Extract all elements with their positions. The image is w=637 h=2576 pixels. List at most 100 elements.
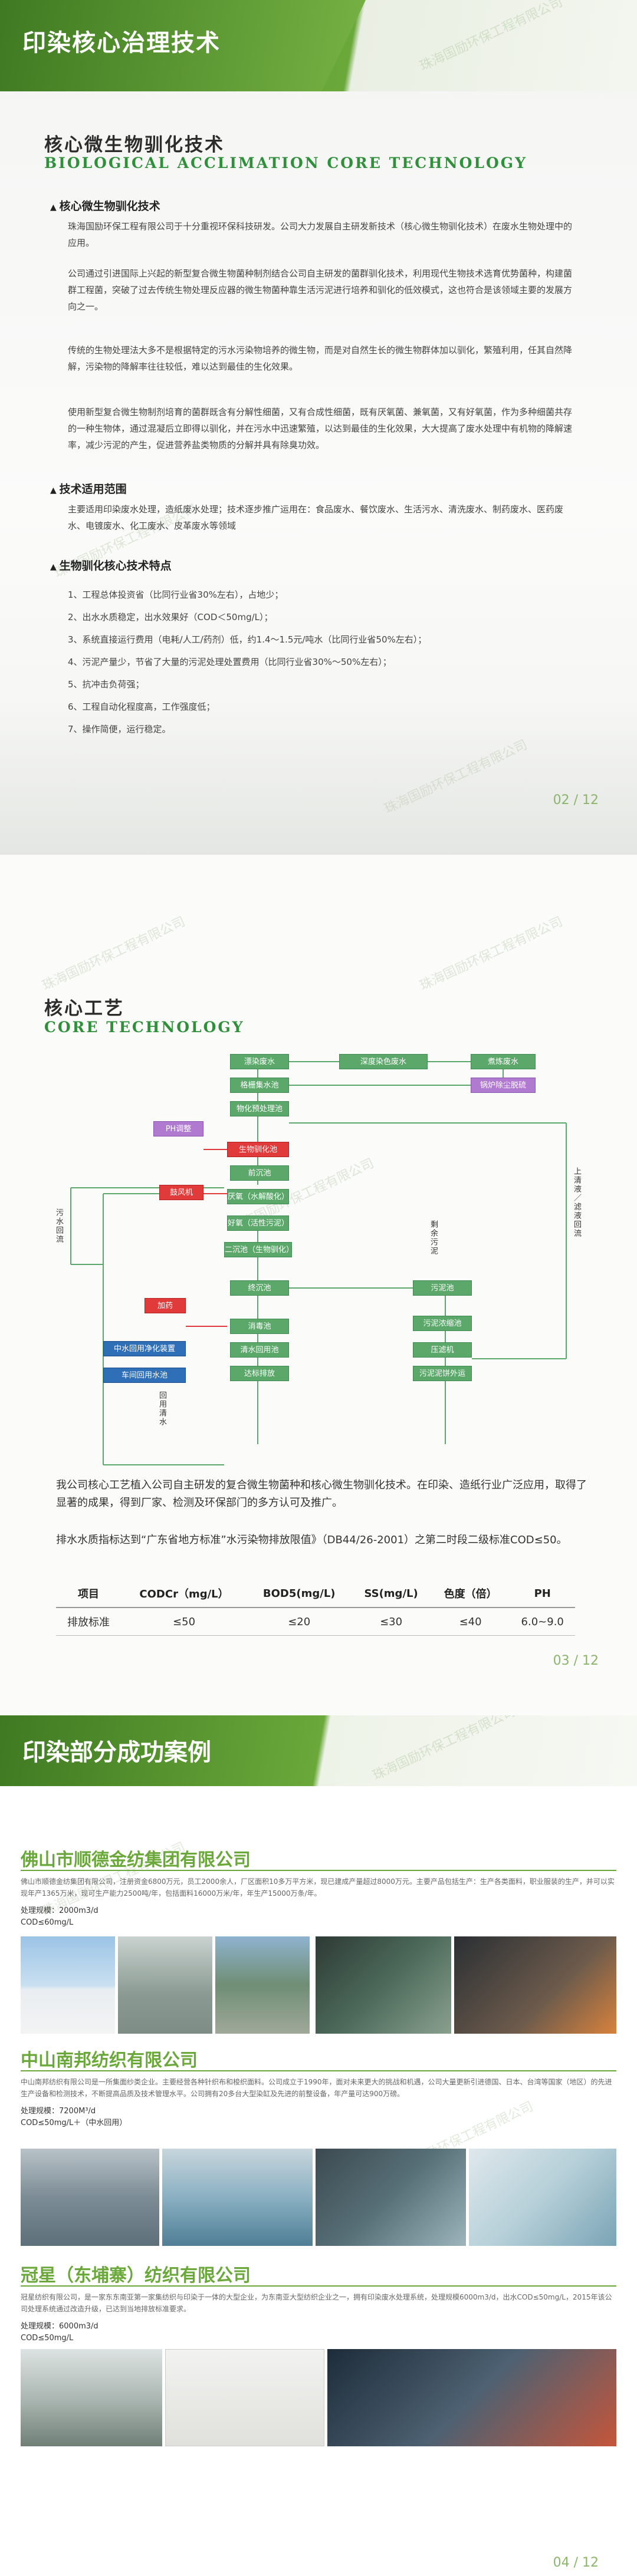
list-item: 4、污泥产量少，节省了大量的污泥处理处置费用（比同行业省30%～50%左右）； [68,657,392,667]
flow-node: 中水回用净化装置 [103,1341,186,1356]
table-cell: ≤20 [247,1607,352,1636]
flow-label: 上清液／滤液回流 [572,1167,581,1238]
section-subtitle: BIOLOGICAL ACCLIMATION CORE TECHNOLOGY [44,154,527,172]
company-desc: 佛山市顺德金纺集团有限公司，注册资金6800万元，员工2000余人，厂区面积10… [21,1877,615,1898]
table-cell: 6.0~9.0 [510,1607,575,1636]
site-photo [162,2149,313,2246]
bullet-heading: ▲ 技术适用范围 [50,483,127,496]
site-photo [215,1936,310,2034]
flow-node: 压滤机 [413,1342,472,1358]
scale-label: 处理规模：6000m3/d [21,2322,98,2331]
flow-node: 厌氧（水解酸化） [227,1189,289,1204]
table-header: PH [510,1580,575,1608]
flow-node: 加药 [145,1298,186,1313]
triangle-icon: ▲ [50,562,60,572]
flow-node: 好氧（活性污泥） [227,1215,289,1231]
flow-node: 消毒池 [230,1319,289,1334]
flow-node: 终沉池 [230,1280,289,1296]
header-band: 印染核心治理技术 [0,0,637,91]
site-photo [327,2349,616,2446]
site-photo [21,2149,159,2246]
paragraph: 珠海国励环保工程有限公司于十分重视环保科技研发。公司大力发展自主研发新技术（核心… [68,221,573,248]
site-photo [469,2149,616,2246]
flow-node: 污泥池 [413,1280,472,1296]
scale-label: 处理规模：2000m3/d [21,1906,98,1915]
divider [21,1870,616,1871]
bullet-heading: ▲ 核心微生物驯化技术 [50,200,160,213]
flow-node: 煮炼废水 [471,1054,536,1069]
process-intro: 我公司核心工艺植入公司自主研发的复合微生物菌种和核心微生物驯化技术。在印染、造纸… [56,1479,587,1509]
table-header: CODCr（mg/L） [121,1580,247,1608]
site-photo [454,1936,616,2034]
list-item: 2、出水水质稳定，出水效果好（COD＜50mg/L）； [68,612,273,622]
header-band: 印染部分成功案例 [0,1715,637,1786]
process-standard: 排水水质指标达到“广东省地方标准”水污染物排放限值》（DB44/26-2001）… [56,1534,567,1546]
mountain-backdrop [0,701,637,855]
flow-node: 鼓风机 [159,1185,203,1200]
flow-node: 车间回用水池 [103,1368,186,1383]
table-cell: ≤30 [351,1607,431,1636]
flow-node: 污泥泥饼外运 [413,1366,472,1381]
discharge-standard-table: 项目 CODCr（mg/L） BOD5(mg/L) SS(mg/L) 色度（倍）… [56,1580,575,1636]
flow-node: 达标排放 [230,1366,289,1381]
section-subtitle: CORE TECHNOLOGY [44,1019,245,1036]
flow-connectors [70,1061,567,1465]
list-item: 5、抗冲击负荷强； [68,679,145,690]
company-name: 中山南邦纺织有限公司 [21,2050,198,2071]
flow-node: 生物驯化池 [227,1142,289,1157]
paragraph: 主要适用印染废水处理，造纸废水处理；技术逐步推广运用在：食品废水、餐饮废水、生活… [68,504,564,531]
list-item: 7、操作简便，运行稳定。 [68,724,171,734]
paragraph: 使用新型复合微生物制剂培育的菌群既含有分解性细菌，又有合成性细菌，既有厌氧菌、兼… [68,407,573,450]
page-number: 03 / 12 [553,1653,599,1668]
flow-node: 前沉池 [230,1165,289,1181]
flow-node: 深度染色废水 [339,1054,428,1069]
company-name: 佛山市顺德金纺集团有限公司 [21,1850,251,1870]
list-item: 1、工程总体投资省（比同行业省30%左右），占地少； [68,589,284,600]
site-photo [165,2349,324,2446]
divider [21,2070,616,2071]
section-title: 核心工艺 [44,998,124,1019]
company-desc: 冠星纺织有限公司，是一家东东南亚第一家集纺织与印染于一体的大型企业，为东南亚大型… [21,2293,612,2313]
site-photo [316,2149,466,2246]
cod-label: COD≤50mg/L＋（中水回用） [21,2119,127,2127]
site-photo [316,1936,451,2034]
flow-node: 格栅集水池 [230,1078,289,1093]
flow-node: 二沉池（生物驯化） [224,1242,294,1257]
paragraph: 公司通过引进国际上兴起的新型复合微生物菌种制剂结合公司自主研发的菌群驯化技术，利… [68,268,573,312]
divider [21,2285,616,2287]
flow-label: 剩余污泥 [429,1220,438,1256]
page-number: 04 / 12 [553,2555,599,2570]
table-cell: 排放标准 [56,1607,122,1636]
site-photo [21,2349,162,2446]
company-name: 冠星（东埔寨）纺织有限公司 [21,2265,251,2286]
table-header: SS(mg/L) [351,1580,431,1608]
flow-node: 污泥浓缩池 [413,1316,472,1331]
triangle-icon: ▲ [50,203,60,212]
company-desc: 中山南邦纺织有限公司是一所集面纱类企业。主要经营各种针织布和梭织面料。公司成立于… [21,2078,612,2098]
section-title: 核心微生物驯化技术 [44,134,225,156]
table-header: 项目 [56,1580,122,1608]
flow-node: 漂染废水 [230,1054,289,1069]
feature-list: 1、工程总体投资省（比同行业省30%左右），占地少； 2、出水水质稳定，出水效果… [68,584,575,740]
table-cell: ≤40 [431,1607,510,1636]
site-photo [21,1936,115,2034]
scale-label: 处理规模：7200M³/d [21,2107,96,2116]
flow-node: 物化预处理池 [230,1101,289,1116]
table-row: 排放标准 ≤50 ≤20 ≤30 ≤40 6.0~9.0 [56,1607,575,1636]
flow-node: PH调整 [153,1121,203,1137]
flow-node: 锅炉除尘脱硫 [471,1078,536,1093]
bullet-heading: ▲ 生物驯化核心技术特点 [50,559,172,572]
page-core-process: 珠海国励环保工程有限公司 珠海国励环保工程有限公司 珠海国励环保工程有限公司 核… [0,855,637,1715]
site-photo [118,1936,212,2034]
list-item: 6、工程自动化程度高，工作强度低； [68,701,215,712]
flow-label: 污水回流 [54,1208,63,1244]
flow-label: 回用清水 [157,1391,166,1427]
page-title: 印染部分成功案例 [22,1739,211,1766]
page-number: 02 / 12 [553,793,599,808]
cod-label: COD≤60mg/L [21,1918,74,1927]
flow-node: 清水回用池 [230,1342,289,1358]
list-item: 3、系统直接运行费用（电耗/人工/药剂）低，约1.4～1.5元/吨水（比同行业省… [68,634,427,645]
table-header: BOD5(mg/L) [247,1580,352,1608]
triangle-icon: ▲ [50,486,60,495]
process-flow-diagram: 漂染废水 深度染色废水 煮炼废水 格栅集水池 锅炉除尘脱硫 物化预处理池 PH调… [0,855,637,1715]
